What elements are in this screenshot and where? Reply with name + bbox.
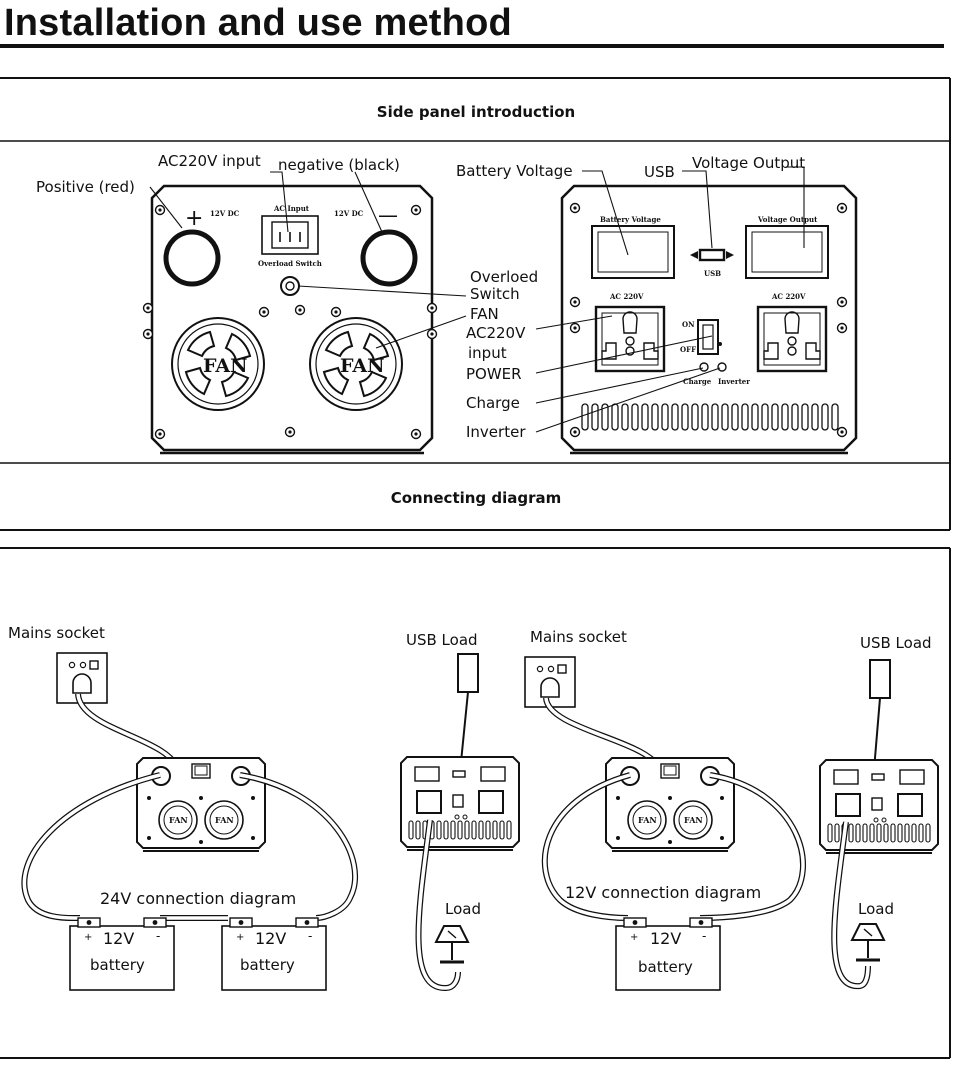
connecting-frame (0, 547, 951, 1059)
callout-lines (149, 166, 805, 433)
mains-socket-label-right: Mains socket (530, 628, 627, 646)
dc12-right-text: 12V DC (334, 209, 364, 218)
usb-text: USB (704, 269, 721, 278)
battery-left-2-voltage: 12V (255, 929, 286, 948)
overload-switch-text: Overload Switch (258, 259, 322, 268)
fan-text-left: FAN (203, 355, 248, 377)
diagram-24v (21, 652, 520, 992)
outlet-side-panel (560, 184, 858, 455)
caption-24v: 24V connection diagram (100, 889, 296, 908)
inverter-label: Inverter (466, 423, 526, 441)
battery-voltage-text: Battery Voltage (600, 215, 661, 224)
caption-12v: 12V connection diagram (565, 883, 761, 902)
fan-side-panel (142, 184, 438, 455)
negative-label: negative (black) (278, 156, 400, 174)
plus-sign: + (185, 206, 203, 231)
ac220-left-text: AC 220V (609, 292, 644, 301)
voltage-output-label: Voltage Output (692, 154, 805, 172)
ac220v-label-2: input (468, 344, 507, 362)
ac220v-label-1: AC220V (466, 324, 526, 342)
battery-left-1-label: battery (90, 956, 145, 974)
diagram-12v (524, 656, 939, 991)
page-heading: Installation and use method (4, 2, 512, 44)
mains-socket-label-left: Mains socket (8, 624, 105, 642)
battery-right-label: battery (638, 958, 693, 976)
ac-input-text: AC Input (273, 204, 310, 213)
load-label-left: Load (445, 900, 481, 918)
fan-text-right: FAN (340, 355, 385, 377)
dc12-left-text: 12V DC (210, 209, 240, 218)
inverter-text: Inverter (718, 377, 750, 386)
battery-right-voltage: 12V (650, 929, 681, 948)
positive-label: Positive (red) (36, 178, 135, 196)
off-text: OFF (680, 345, 696, 354)
charge-text: Charge (683, 377, 712, 386)
heading-underline (0, 44, 944, 48)
fan-label: FAN (470, 305, 499, 323)
usb-label: USB (644, 163, 675, 181)
side-panel-frame (0, 77, 951, 531)
overload-label-1: Overloed (470, 268, 538, 286)
battery-voltage-label: Battery Voltage (456, 162, 573, 180)
power-label: POWER (466, 365, 522, 383)
on-text: ON (682, 320, 695, 329)
load-label-right: Load (858, 900, 894, 918)
overload-label-2: Switch (470, 285, 520, 303)
charge-label: Charge (466, 394, 520, 412)
voltage-output-text: Voltage Output (757, 215, 818, 224)
minus-sign: — (378, 203, 398, 227)
ac220-right-text: AC 220V (771, 292, 806, 301)
usb-load-label-left: USB Load (406, 631, 478, 649)
battery-left-2-label: battery (240, 956, 295, 974)
connecting-title: Connecting diagram (391, 489, 562, 507)
battery-left-1-voltage: 12V (103, 929, 134, 948)
ac220v-input-label: AC220V input (158, 152, 261, 170)
side-panel-title: Side panel introduction (377, 103, 575, 121)
usb-load-label-right: USB Load (860, 634, 932, 652)
